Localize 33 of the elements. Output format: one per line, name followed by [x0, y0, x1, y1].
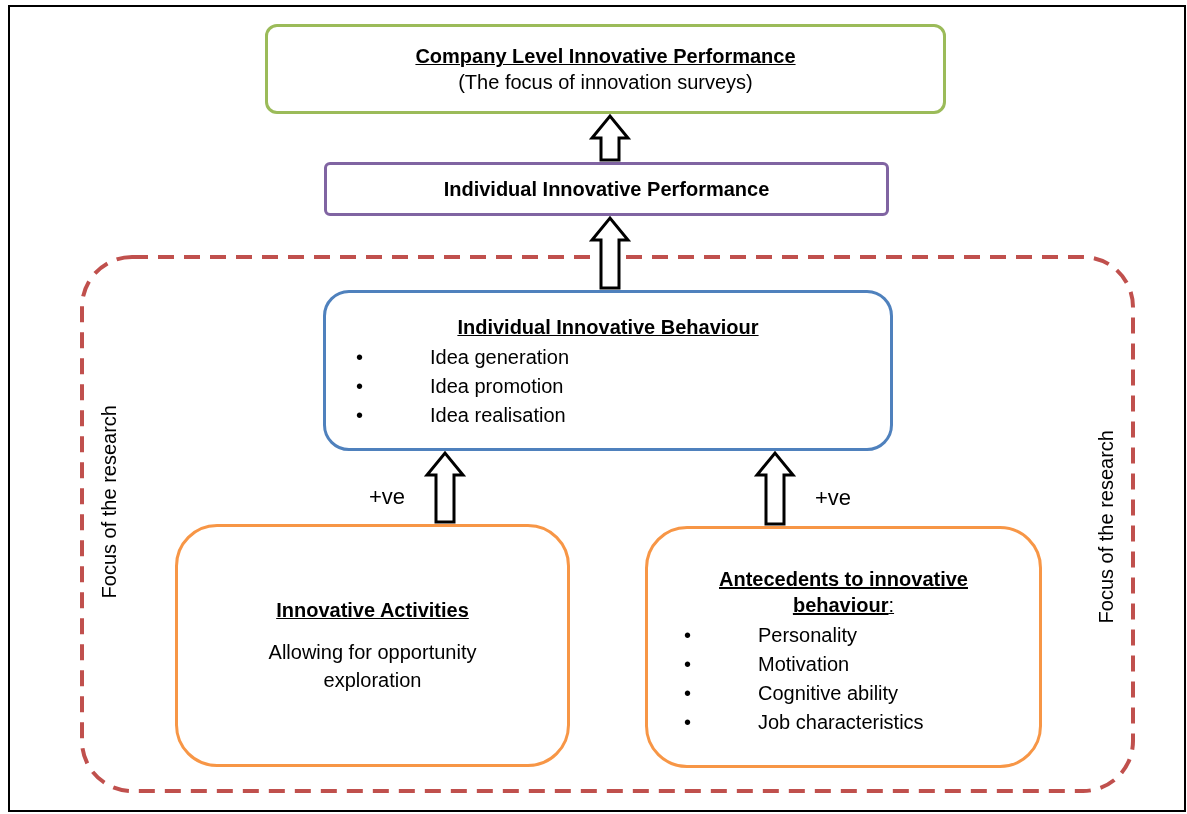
- bullet-item: Idea generation: [430, 345, 569, 370]
- bullet-item: Cognitive ability: [758, 681, 899, 706]
- bullet-marker: •: [684, 652, 691, 677]
- bullet-marker: •: [356, 374, 363, 399]
- box-subtitle: (The focus of innovation surveys): [458, 70, 753, 94]
- concept-box: [265, 24, 946, 114]
- concept-box: [323, 290, 893, 451]
- concept-box: [645, 526, 1042, 768]
- box-title: Company Level Innovative Performance: [415, 44, 796, 69]
- concept-box: [324, 162, 889, 216]
- box-description: Allowing for opportunity exploration: [267, 639, 478, 693]
- bullet-item: Idea promotion: [430, 374, 564, 399]
- side-label: Focus of the research: [1094, 430, 1118, 624]
- block-arrow: [423, 450, 467, 524]
- side-label: Focus of the research: [97, 405, 121, 599]
- bullet-item: Idea realisation: [430, 403, 566, 428]
- bullet-item: Job characteristics: [758, 710, 924, 735]
- block-arrow: [753, 450, 797, 526]
- bullet-marker: •: [684, 623, 691, 648]
- bullet-item: Personality: [758, 623, 857, 648]
- box-title: Individual Innovative Behaviour: [456, 315, 760, 340]
- research-focus-region: [80, 255, 1135, 793]
- bullet-marker: •: [356, 345, 363, 370]
- bullet-marker: •: [684, 681, 691, 706]
- bullet-marker: •: [684, 710, 691, 735]
- box-title: Antecedents to innovative behaviour:: [718, 567, 969, 618]
- block-arrow: [588, 113, 632, 162]
- block-arrow: [588, 215, 632, 290]
- bullet-marker: •: [356, 403, 363, 428]
- box-title: Innovative Activities: [276, 597, 469, 623]
- box-title: Individual Innovative Performance: [443, 177, 770, 202]
- bullet-item: Motivation: [758, 652, 850, 677]
- concept-box: [175, 524, 570, 767]
